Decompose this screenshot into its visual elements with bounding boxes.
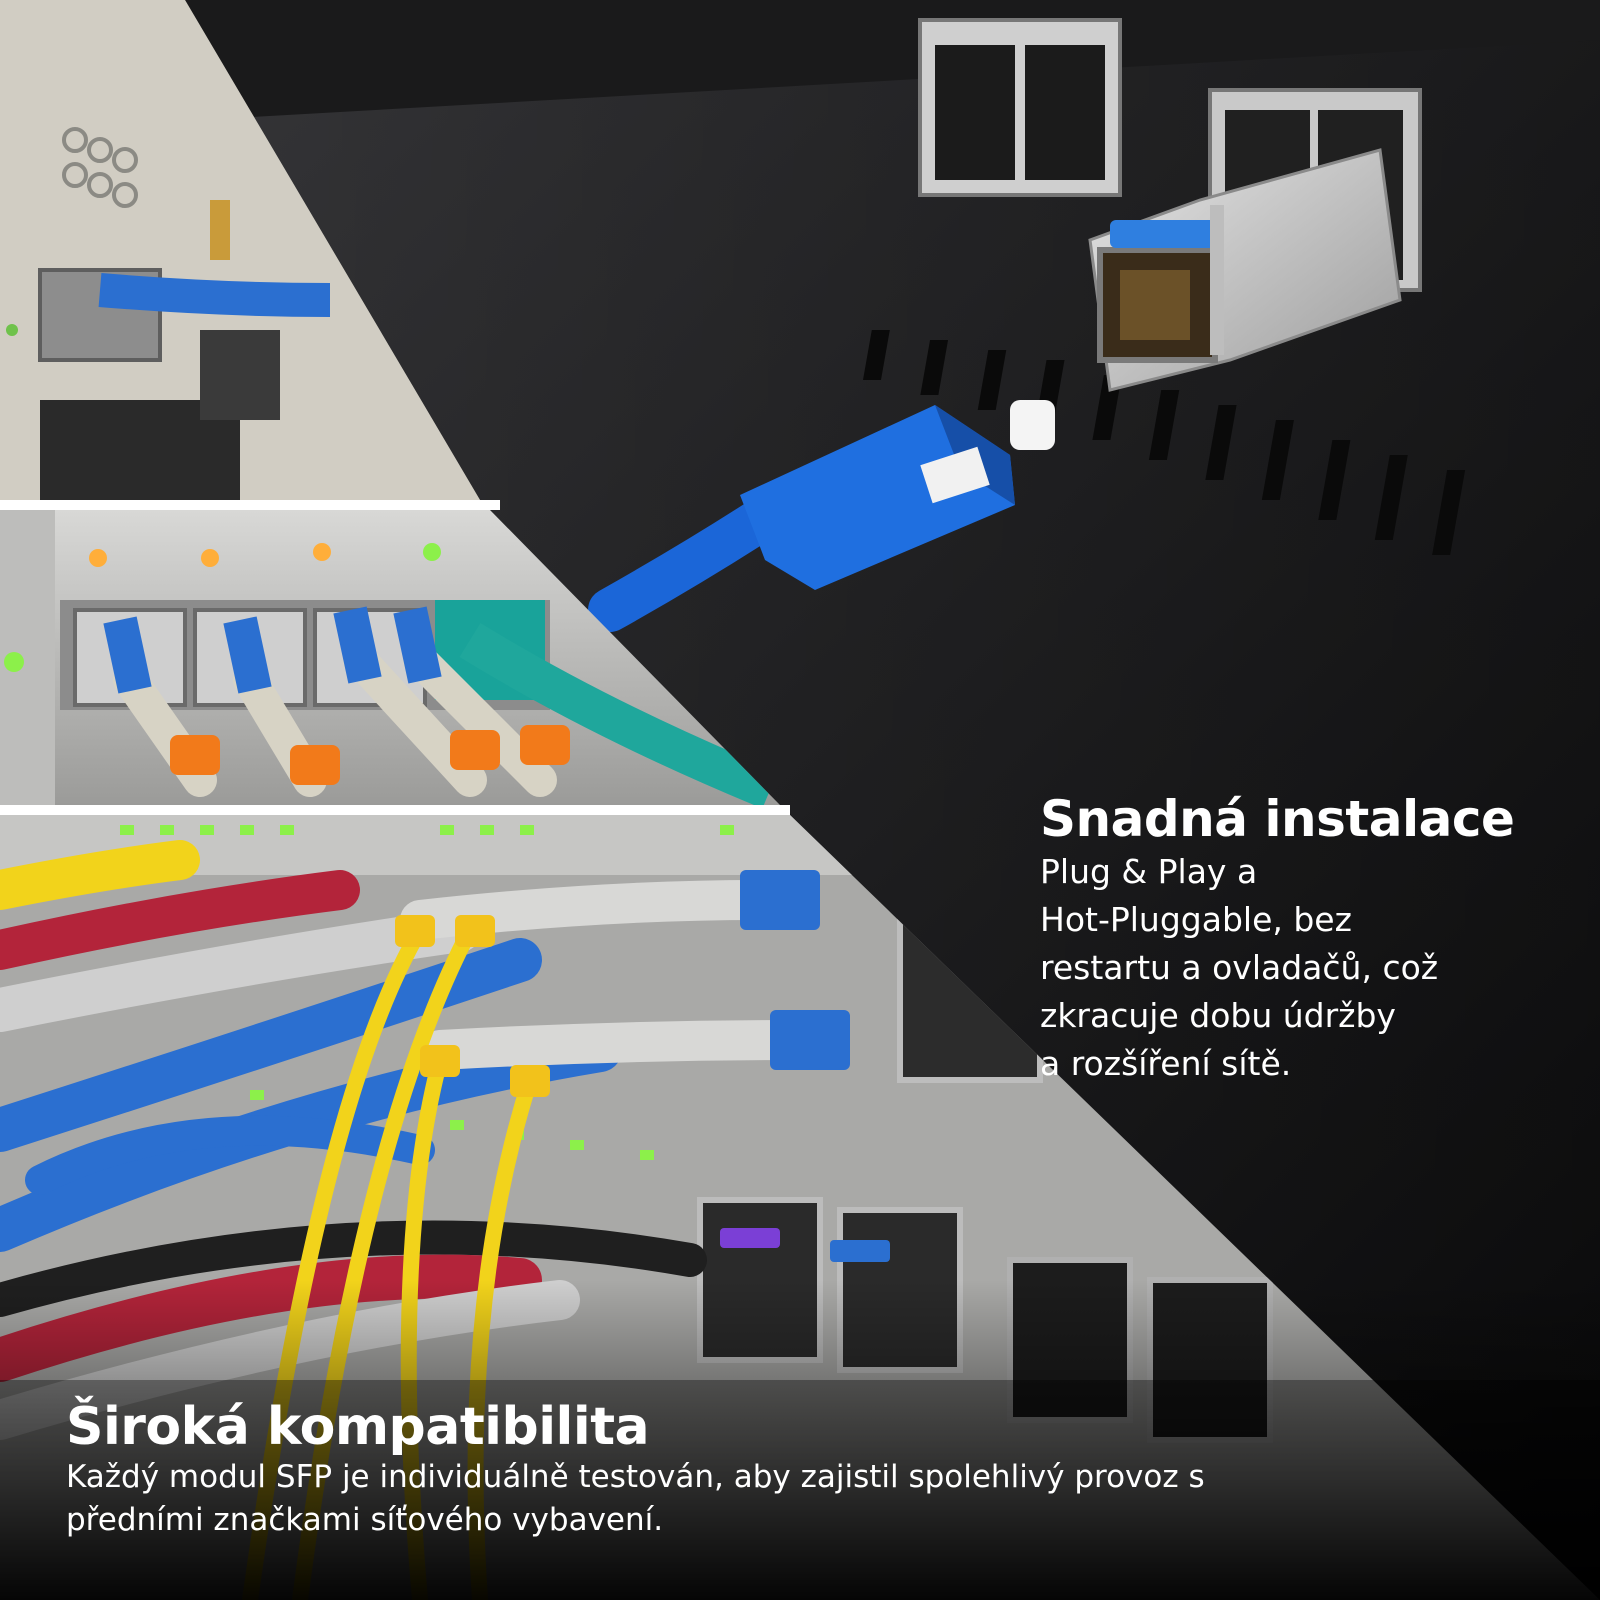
feature-install: Snadná instalace Plug & Play a Hot-Plugg… [1040, 790, 1580, 1088]
feature-install-title: Snadná instalace [1040, 790, 1515, 848]
feature-install-line: Hot-Pluggable, bez [1040, 900, 1352, 939]
feature-install-line: zkracuje dobu údržby [1040, 996, 1396, 1035]
feature-install-line: a rozšíření sítě. [1040, 1044, 1292, 1083]
feature-compatibility-line: předními značkami síťového vybavení. [66, 1502, 664, 1538]
feature-compatibility: Široká kompatibilita Každý modul SFP je … [66, 1398, 1506, 1542]
feature-install-line: Plug & Play a [1040, 852, 1258, 891]
feature-install-line: restartu a ovladačů, což [1040, 948, 1439, 987]
feature-compatibility-title: Široká kompatibilita [66, 1397, 650, 1457]
led-indicator-icon [4, 652, 24, 672]
vent-row [60, 0, 1600, 555]
feature-compatibility-line: Každý modul SFP je individuálně testován… [66, 1459, 1205, 1495]
sc-connector-icon [588, 400, 1055, 632]
sfp-module-icon [1088, 148, 1402, 392]
